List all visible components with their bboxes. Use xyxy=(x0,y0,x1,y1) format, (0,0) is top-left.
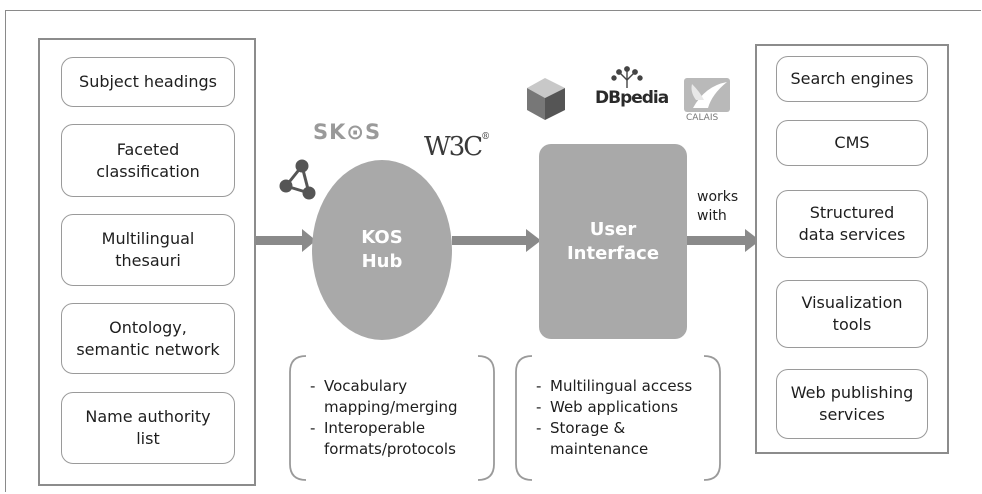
ui-feature-item: Storage & maintenance xyxy=(534,418,714,460)
w3c-logo-text: W3C xyxy=(424,132,483,162)
ui-feature-item: Multilingual access xyxy=(534,376,714,397)
ui-features-list: Multilingual access Web applications Sto… xyxy=(534,376,714,460)
service-visualization-tools: Visualization tools xyxy=(776,280,928,348)
w3c-registered-mark: ® xyxy=(481,132,490,142)
kos-hub: KOS Hub xyxy=(312,160,452,340)
hub-feature-item: Vocabulary mapping/merging xyxy=(308,376,488,418)
kos-type-subject-headings: Subject headings xyxy=(61,57,235,107)
service-web-publishing: Web publishing services xyxy=(776,369,928,439)
figure-frame xyxy=(5,10,981,492)
ui-feature-item: Web applications xyxy=(534,397,714,418)
calais-logo: CALAIS xyxy=(686,113,719,123)
service-structured-data: Structured data services xyxy=(776,190,928,258)
kos-type-name-authority: Name authority list xyxy=(61,392,235,464)
hub-features-list: Vocabulary mapping/merging Interoperable… xyxy=(308,376,488,460)
skos-logo: SK⊙S xyxy=(313,120,382,144)
kos-type-faceted-classification: Faceted classification xyxy=(61,124,235,197)
user-interface-box: User Interface xyxy=(539,144,687,339)
kos-type-ontology: Ontology, semantic network xyxy=(61,303,235,374)
kos-type-multilingual-thesauri: Multilingual thesauri xyxy=(61,214,235,286)
works-with-label: works with xyxy=(697,189,739,224)
dbpedia-logo: DBpedia xyxy=(595,88,669,108)
service-search-engines: Search engines xyxy=(776,56,928,102)
hub-feature-item: Interoperable formats/protocols xyxy=(308,418,488,460)
service-cms: CMS xyxy=(776,120,928,166)
w3c-logo: W3C® xyxy=(424,132,490,162)
